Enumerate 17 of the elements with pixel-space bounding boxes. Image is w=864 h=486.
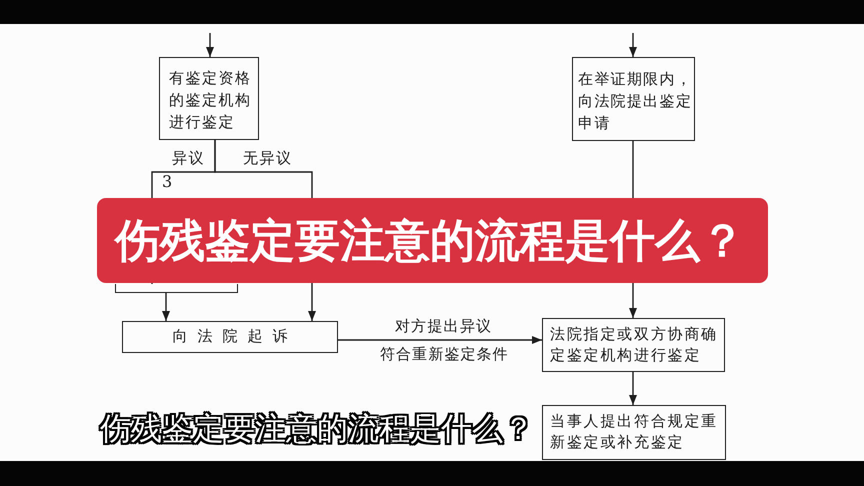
arrow xyxy=(206,33,214,57)
process-box: 向法院起诉 xyxy=(122,321,338,353)
edge-label: 对方提出异议 xyxy=(394,317,494,335)
title-banner: 伤残鉴定要注意的流程是什么？ xyxy=(97,198,768,283)
arrow xyxy=(338,336,542,344)
arrow xyxy=(629,33,637,57)
condition-text: 符合重新鉴定条件 xyxy=(379,345,510,363)
edge-label: 无异议 xyxy=(242,149,294,167)
process-box xyxy=(115,284,238,293)
process-box: 在举证期限内，向法院提出鉴定申请 xyxy=(572,57,695,141)
arrow xyxy=(629,372,637,405)
subtitle-text: 伤残鉴定要注意的流程是什么？ xyxy=(100,410,534,449)
process-box: 有鉴定资格的鉴定机构进行鉴定 xyxy=(159,57,259,140)
process-box: 当事人提出符合规定重新鉴定或补充鉴定 xyxy=(542,405,726,460)
edge-label: 异议 xyxy=(171,149,206,167)
arrow xyxy=(162,293,170,321)
process-box: 法院指定或双方协商确定鉴定机构进行鉴定 xyxy=(542,318,725,372)
